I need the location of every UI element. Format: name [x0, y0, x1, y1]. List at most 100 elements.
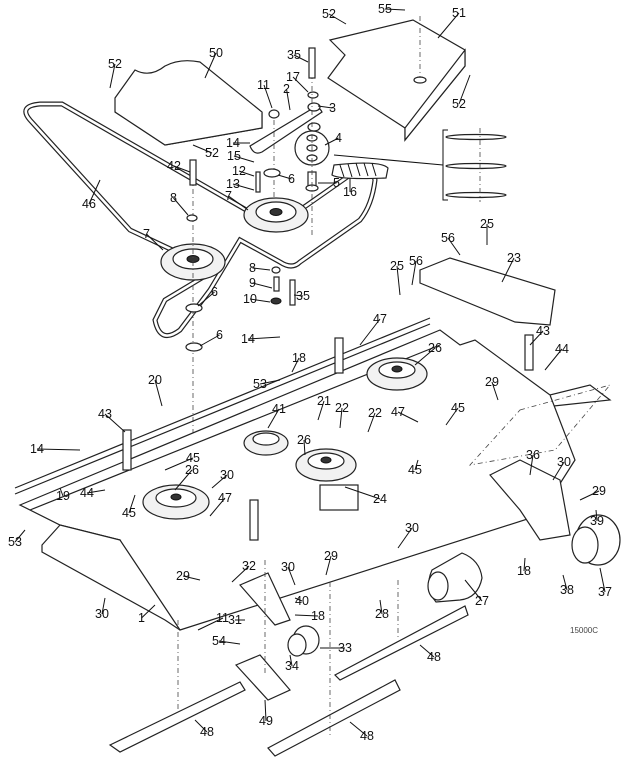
callout-46: 46 — [82, 197, 96, 211]
leader-line — [287, 566, 296, 586]
callout-39: 39 — [590, 514, 604, 528]
callout-36: 36 — [526, 448, 540, 462]
callout-29: 29 — [592, 484, 606, 498]
callout-44: 44 — [555, 342, 569, 356]
callout-41: 41 — [272, 402, 286, 416]
leader-line — [447, 237, 461, 256]
callout-30: 30 — [95, 607, 109, 621]
gauge-wheel-right — [571, 514, 621, 566]
callout-17: 17 — [286, 70, 300, 84]
blade-right — [334, 605, 469, 681]
callout-56: 56 — [409, 254, 423, 268]
callout-43: 43 — [98, 407, 112, 421]
callout-38: 38 — [560, 583, 574, 597]
callout-29: 29 — [485, 375, 499, 389]
callout-9: 9 — [249, 276, 256, 290]
callout-40: 40 — [295, 594, 309, 608]
callout-26: 26 — [185, 463, 199, 477]
callout-14: 14 — [30, 442, 44, 456]
callout-42: 42 — [167, 159, 181, 173]
callout-26: 26 — [428, 341, 442, 355]
leader-line — [397, 411, 419, 423]
leader-line — [164, 457, 194, 471]
blade-spacer — [234, 654, 291, 701]
callout-1: 1 — [138, 611, 145, 625]
idler-pulley-upper — [243, 197, 309, 233]
leader-line — [231, 565, 250, 583]
callout-20: 20 — [148, 373, 162, 387]
callout-22: 22 — [368, 406, 382, 420]
leader-line — [579, 490, 600, 501]
leader-line — [294, 597, 303, 602]
callout-47: 47 — [373, 312, 387, 326]
leader-line — [233, 155, 255, 163]
callout-4: 4 — [335, 131, 342, 145]
leader-line — [173, 197, 189, 216]
callout-52: 52 — [452, 97, 466, 111]
leader-line — [14, 529, 26, 543]
leader-line — [252, 282, 273, 289]
front-roller — [427, 552, 483, 603]
belt-cover-left — [114, 60, 263, 146]
leader-line — [437, 12, 460, 39]
leader-line — [264, 699, 267, 722]
callout-11: 11 — [257, 78, 270, 92]
callout-29: 29 — [176, 569, 190, 583]
callout-50: 50 — [209, 46, 223, 60]
callout-3: 3 — [329, 101, 336, 115]
callout-52: 52 — [205, 146, 219, 160]
leader-line — [324, 137, 339, 146]
leader-line — [419, 644, 435, 658]
leader-line — [523, 557, 526, 572]
callout-30: 30 — [281, 560, 295, 574]
leader-line — [367, 412, 376, 433]
belt-cover-right — [327, 16, 466, 142]
leader-line — [209, 497, 226, 517]
leader-line — [501, 257, 515, 283]
callout-7: 7 — [143, 227, 150, 241]
leader-line — [197, 617, 224, 631]
callout-28: 28 — [375, 607, 389, 621]
leader-line — [458, 74, 471, 105]
leader-line — [86, 489, 106, 494]
leader-line — [182, 575, 201, 581]
leader-line — [194, 719, 208, 733]
leader-line — [286, 88, 291, 111]
figure-id: 15000C — [570, 626, 598, 635]
callout-12: 12 — [232, 164, 246, 178]
leader-line — [445, 407, 459, 426]
callout-16: 16 — [343, 185, 357, 199]
pulley-stack-detail — [333, 128, 507, 202]
leader-line — [303, 439, 306, 456]
leader-line — [88, 179, 101, 205]
callout-43: 43 — [536, 324, 550, 338]
leader-line — [544, 348, 563, 371]
belt-guide-bracket — [319, 484, 359, 511]
callout-5: 5 — [333, 176, 340, 190]
leader-line — [228, 195, 249, 211]
leader-line — [397, 527, 413, 549]
leader-line — [414, 459, 419, 471]
leader-line — [128, 494, 136, 514]
leader-line — [349, 721, 368, 737]
leader-line — [232, 183, 255, 191]
callout-14: 14 — [226, 136, 240, 150]
leader-line — [379, 599, 383, 615]
callout-10: 10 — [243, 292, 257, 306]
idler-pulley-left — [160, 165, 226, 450]
callout-18: 18 — [292, 351, 306, 365]
callout-37: 37 — [598, 585, 612, 599]
callout-6: 6 — [211, 285, 218, 299]
leader-line — [192, 144, 213, 154]
leader-line — [464, 579, 483, 602]
leader-line — [294, 614, 319, 617]
spindle-pulley-left — [142, 484, 210, 520]
callout-18: 18 — [311, 609, 325, 623]
leader-line — [154, 379, 163, 407]
callout-31: 31 — [228, 613, 242, 627]
leader-line — [396, 265, 401, 296]
washers — [185, 159, 296, 352]
callout-22: 22 — [335, 401, 349, 415]
leader-line — [238, 170, 255, 177]
callout-45: 45 — [451, 401, 465, 415]
